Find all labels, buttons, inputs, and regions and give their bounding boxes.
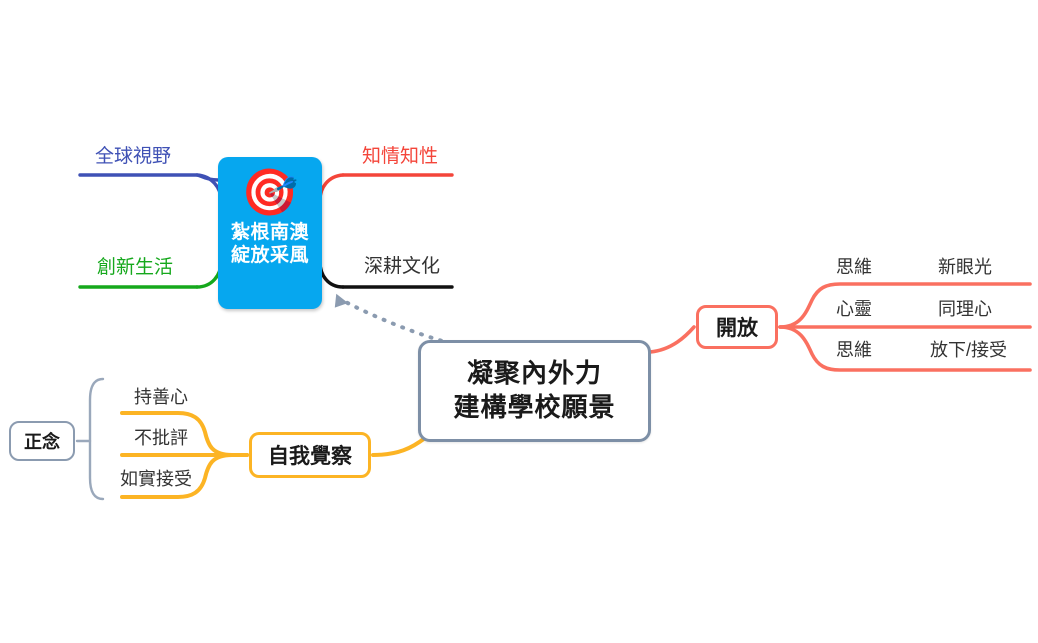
sub-branch-line-new-perspective (778, 282, 1032, 329)
branch-label-innovative-life[interactable]: 創新生活 (97, 257, 174, 278)
branch-label-culture[interactable]: 深耕文化 (364, 256, 441, 277)
central-node[interactable]: 凝聚內外力 建構學校願景 (418, 340, 651, 442)
branch-line-to-open (648, 325, 696, 354)
branch-label-global-view[interactable]: 全球視野 (95, 146, 172, 167)
sub-label-kindness[interactable]: 持善心 (134, 387, 188, 407)
sub-label-category-thinking-2[interactable]: 思維 (836, 340, 872, 360)
target-dartboard-icon: 🎯 (241, 166, 299, 218)
sub-label-no-judgement[interactable]: 不批評 (134, 428, 188, 448)
mindfulness-bracket (88, 377, 105, 501)
vision-card[interactable]: 🎯 紮根南澳 綻放采風 (218, 157, 322, 309)
open-node[interactable]: 開放 (696, 305, 778, 349)
branch-line-global-view (78, 173, 220, 182)
vision-card-line-1: 紮根南澳 (230, 222, 309, 243)
dotted-arrow-head (334, 293, 349, 308)
vision-card-line-2: 綻放采風 (230, 245, 309, 267)
central-node-line-2: 建構學校願景 (453, 392, 616, 422)
sub-label-category-mind[interactable]: 心靈 (836, 299, 872, 319)
branch-label-knowledge[interactable]: 知情知性 (362, 146, 439, 167)
sub-label-value-empathy[interactable]: 同理心 (938, 299, 992, 319)
mindfulness-node[interactable]: 正念 (9, 421, 75, 461)
sub-label-value-new-perspective[interactable]: 新眼光 (938, 257, 992, 277)
sub-label-value-let-go-accept[interactable]: 放下/接受 (930, 340, 1008, 360)
self-awareness-node[interactable]: 自我覺察 (249, 432, 371, 478)
sub-label-category-thinking-1[interactable]: 思維 (836, 257, 872, 277)
sub-label-accept-as-is[interactable]: 如實接受 (120, 469, 192, 489)
central-node-line-1: 凝聚內外力 (466, 358, 602, 389)
